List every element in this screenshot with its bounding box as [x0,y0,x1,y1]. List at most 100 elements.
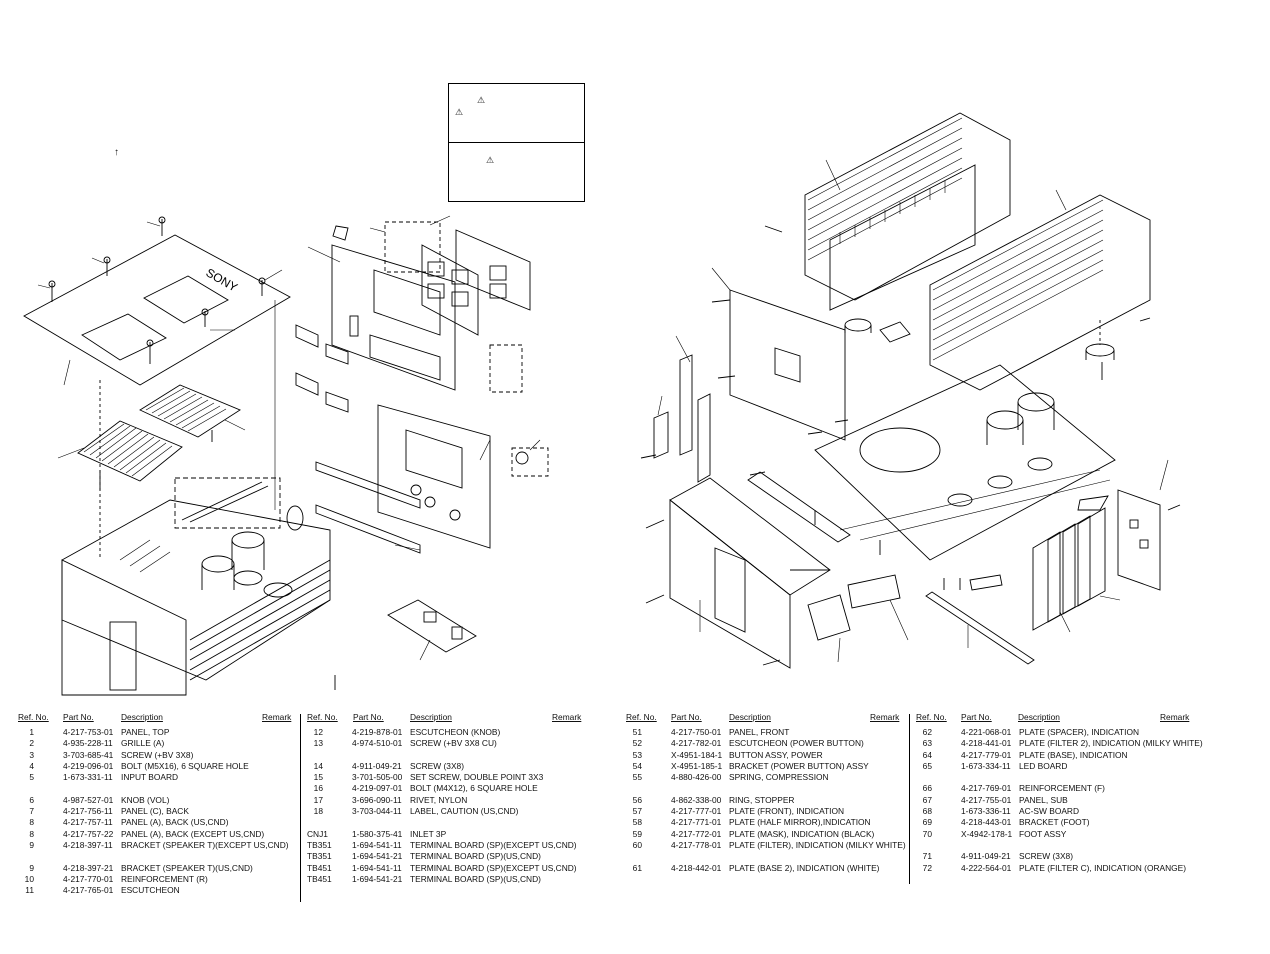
row-spacer [307,750,587,761]
row-spacer [916,840,1190,851]
front-panel [669,477,831,669]
row-spacer [18,783,296,794]
ref-no-cell: 72 [922,862,932,873]
description-cell: GRILLE (A) [121,738,165,749]
part-no-cell: 1-673-336-11 [961,806,1011,817]
terminal-blocks [384,221,531,393]
row-spacer [916,772,1190,783]
sub-panel-left [315,404,549,554]
description-cell: REINFORCEMENT (F) [1019,783,1105,794]
ref-no-cell: 66 [922,783,932,794]
ref-no-cell: 8 [29,817,34,828]
caution-labels [295,324,349,413]
header-ref: Ref. No. [18,712,49,722]
part-no-cell: 4-217-782-01 [671,738,722,749]
part-no-cell: 1-673-334-11 [961,760,1011,771]
heatsink-right [929,194,1151,391]
description-cell: REINFORCEMENT (R) [121,873,208,884]
part-no-cell: 4-217-772-01 [671,828,722,839]
part-no-cell: 4-217-756-11 [63,806,113,817]
warning-icon: ⚠ [477,95,486,105]
grille-parts [77,384,241,490]
chassis-left [61,300,331,696]
ref-no-cell: TB351 [307,851,332,862]
part-no-cell: 1-694-541-21 [352,873,403,884]
right-screws [640,225,1181,666]
header-ref: Ref. No. [916,712,947,722]
description-cell: BOLT (M4X12), 6 SQUARE HOLE [410,783,538,794]
description-cell: PLATE (FILTER 2), INDICATION (MILKY WHIT… [1019,738,1203,749]
table-header: Ref. No. Part No. Description Remark [626,712,902,724]
description-cell: BRACKET (SPEAKER T)(EXCEPT US,CND) [121,839,289,850]
description-cell: TERMINAL BOARD (SP)(EXCEPT US,CND) [410,862,577,873]
header-description: Description [410,712,452,722]
part-no-cell: 4-221-068-01 [961,727,1012,737]
description-cell: BRACKET (POWER BUTTON) ASSY [729,760,869,771]
table-row: 6 4-987-527-01 KNOB (VOL) [18,795,296,806]
ref-no-cell: 62 [922,727,932,737]
part-no-cell: 4-217-777-01 [671,806,722,817]
description-cell: PANEL (C), BACK [121,806,189,817]
header-remark: Remark [1160,712,1190,722]
ref-no-cell: 53 [632,749,642,760]
part-no-cell: 4-218-441-01 [961,738,1012,749]
description-cell: KNOB (VOL) [121,794,170,805]
description-cell: TERMINAL BOARD (SP)(US,CND) [410,873,541,884]
ref-no-cell: 3 [29,749,34,760]
description-cell: RIVET, NYLON [410,794,468,805]
column-divider [909,714,910,884]
ref-no-cell: 52 [632,738,642,749]
part-no-cell: 4-219-097-01 [352,783,403,794]
part-no-cell: 3-703-044-11 [352,806,402,817]
part-no-cell: 1-673-331-11 [63,772,113,783]
part-no-cell: 4-935-228-11 [63,738,113,749]
part-no-cell: 3-703-685-41 [63,749,114,760]
ref-no-cell: 59 [632,828,642,839]
caution-note-box: ⚠ ⚠ ⚠ [448,83,585,202]
row-spacer [307,817,587,828]
part-no-cell: 4-911-049-21 [961,851,1011,862]
top-panel-part: SONY [23,234,291,386]
header-ref: Ref. No. [626,712,657,722]
header-part: Part No. [63,712,94,722]
ref-no-cell: 58 [632,817,642,828]
part-no-cell: 4-987-527-01 [63,794,114,805]
description-cell: PANEL, FRONT [729,727,790,737]
top-panel-screws [48,216,266,364]
ref-no-cell: 11 [25,885,34,896]
ref-no-cell: 6 [29,794,34,805]
part-no-cell: 4-218-397-21 [63,862,114,873]
ref-no-cell: 1 [29,727,34,737]
row-spacer [18,851,296,862]
header-part: Part No. [353,712,384,722]
part-no-cell: 4-862-338-00 [671,794,722,805]
description-cell: ESCUTCHEON (KNOB) [410,727,501,737]
part-no-cell: 4-217-771-01 [671,817,722,828]
ref-no-cell: 4 [29,760,34,771]
description-cell: LABEL, CAUTION (US,CND) [410,806,519,817]
ref-no-cell: 7 [29,806,34,817]
description-cell: LED BOARD [1019,760,1068,771]
header-ref: Ref. No. [307,712,338,722]
ref-no-cell: 17 [313,794,323,805]
ref-no-cell: TB451 [307,862,332,873]
